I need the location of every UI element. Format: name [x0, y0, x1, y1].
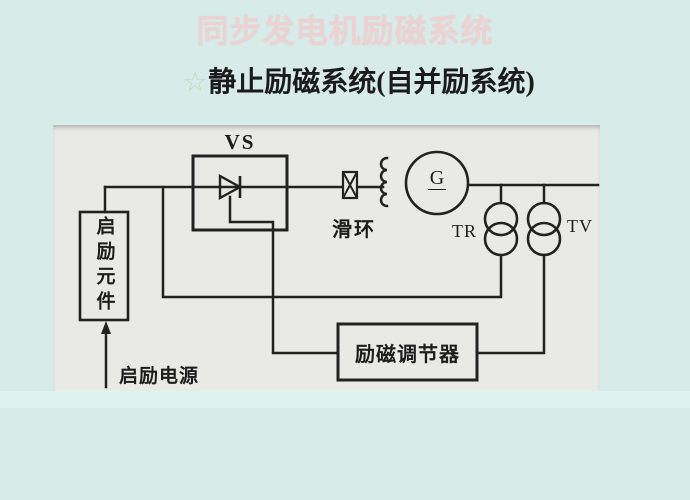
- slip-ring-label: 滑环: [332, 219, 376, 241]
- slide-subtitle: ☆静止励磁系统(自并励系统): [183, 60, 535, 100]
- vs-label: VS: [224, 130, 256, 154]
- bottom-highlight-band: [0, 391, 690, 408]
- slide-title: 同步发电机励磁系统: [196, 13, 494, 49]
- tr-label: TR: [452, 221, 478, 241]
- generator-circle: [404, 150, 470, 216]
- regulator-box: [336, 322, 479, 382]
- regulator-label: 励磁调节器: [355, 343, 460, 366]
- start-element-box: [78, 210, 130, 322]
- wire-vs-to-regulator: [228, 195, 340, 355]
- subtitle-text: 静止励磁系统(自并励系统): [208, 67, 535, 98]
- generator-label: G: [427, 167, 447, 190]
- start-source-label: 启励电源: [119, 366, 200, 387]
- start-source-arrowhead-icon: [101, 321, 111, 334]
- start-element-label: 启励元件: [93, 216, 115, 316]
- tv-label: TV: [567, 216, 593, 236]
- circuit-diagram-panel: VS 滑环 G TR TV 励磁调节器 启励元件 启励电源: [53, 125, 600, 391]
- vs-rectifier-box: [191, 154, 289, 232]
- tv-transformer-symbol: [526, 201, 562, 257]
- diode-symbol: [218, 173, 243, 201]
- slip-ring-symbol: [341, 170, 359, 200]
- wire-tr-feedback: [161, 185, 503, 299]
- star-icon: ☆: [183, 67, 208, 97]
- wire-tv-to-regulator: [475, 253, 546, 355]
- field-winding-coil: [379, 156, 389, 208]
- tr-transformer-symbol: [483, 201, 519, 257]
- circuit-diagram: [78, 150, 600, 389]
